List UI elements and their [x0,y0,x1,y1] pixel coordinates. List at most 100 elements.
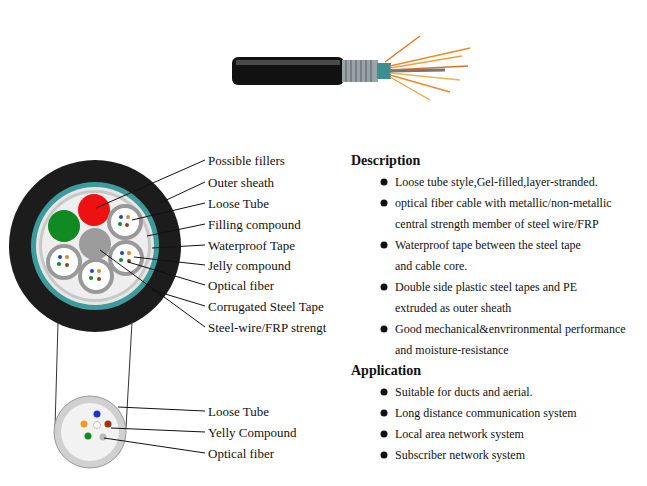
fiber-dots [57,215,131,281]
fiber [385,36,420,62]
fiber-dot [118,222,122,226]
bullet-dot [381,179,388,186]
bullet-dot [381,431,388,438]
cable-photo [232,36,470,100]
leader-lines [104,407,205,453]
fiber-dot [120,251,124,255]
corrugation [346,60,371,82]
core-filling [42,193,148,299]
fiber-dot [125,223,129,227]
loose-tubes [48,206,142,292]
callout-label: Loose Tube [208,401,269,422]
bullet-dot [381,389,388,396]
fiber-dot [81,421,88,428]
leader-line [160,182,205,203]
section-heading: Application [351,360,421,381]
fiber-dot [65,255,69,259]
cross-section [9,160,181,332]
outer-sheath [9,160,181,332]
fiber-dot [90,269,94,273]
bullet-text: optical fiber cable with metallic/non-me… [395,193,645,235]
fiber [390,73,460,80]
bullet-text: Good mechanical&envrironmental performan… [395,319,635,361]
leader-line [118,407,205,411]
leader-line [104,438,205,453]
loose-tube-detail [54,396,126,468]
steel-wire [390,70,445,71]
loose-tube-wall [54,396,126,468]
waterproof-tape [39,190,151,302]
fiber-dot [126,215,130,219]
bullet-dot [381,410,388,417]
bullet-text: Loose tube style,Gel-filled,layer-strand… [395,172,645,193]
bullet-text: Subscriber network system [395,445,645,466]
fiber-dot [127,251,131,255]
fiber-dot [97,277,101,281]
sheath-highlight [236,60,340,65]
leader-line [134,257,205,265]
bullet-dot [381,452,388,459]
leader-line [111,428,205,432]
callout-label: Outer sheath [208,172,274,193]
fiber-dot [85,433,92,440]
bullet-dot [381,200,388,207]
corrugation-line [355,60,356,82]
fibers [385,36,470,100]
bullets [381,179,388,459]
cable-sheath [232,57,344,85]
corrugation-line [365,60,366,82]
corrugation-line [360,60,361,82]
fiber-dot [94,411,101,418]
fiber [390,56,462,68]
leader-line [128,262,205,285]
callout-label: Loose Tube [208,193,269,214]
leader-line [132,203,205,220]
filling-compound [36,187,154,305]
fiber-dot [97,269,101,273]
fiber-dot [89,276,93,280]
strength-member [79,228,111,260]
leader-line [147,224,205,236]
callout-label: Steel-wire/FRP strengt [208,317,326,338]
corrugation-line [350,60,351,82]
corrugated-steel-tape [31,182,159,310]
bullet-text: Double side plastic steel tapes and PE e… [395,277,585,319]
corrugation-line [370,60,371,82]
bullet-dot [381,242,388,249]
loose-tube [109,206,141,238]
loose-tube [48,246,80,278]
callout-label: Jelly compound [208,255,291,276]
yelly-compound [61,403,119,461]
fiber-dot [119,258,123,262]
bullet-dot [381,284,388,291]
leader-line [152,245,205,248]
callout-label: Optical fiber [208,443,274,464]
zoom-line [126,322,132,428]
callout-label: Optical fiber [208,275,274,296]
green-filler [48,210,80,242]
bullet-text: Local area network system [395,424,645,445]
loose-tube [80,260,112,292]
fiber-dot [100,434,107,441]
waterproof-tape [377,63,391,79]
leader-lines [96,160,205,327]
bullet-dot [381,326,388,333]
section-heading: Description [351,150,420,171]
leader-line [96,160,205,208]
fiber [390,77,430,100]
steel-tape [342,60,378,82]
callout-label: Possible fillers [208,150,285,171]
fiber-dot [94,422,101,429]
bullet-text: Suitable for ducts and aerial. [395,382,645,403]
fiber-dot [58,255,62,259]
fiber [390,66,468,70]
bullet-text: Long distance communication system [395,403,645,424]
fiber-dot [119,215,123,219]
callout-label: Filling compound [208,214,301,235]
red-filler [78,194,110,226]
callout-label: Corrugated Steel Tape [208,296,324,317]
fiber-dot [57,262,61,266]
bullet-text: Waterproof tape between the steel tape a… [395,235,600,277]
corrugation-line [345,60,346,82]
